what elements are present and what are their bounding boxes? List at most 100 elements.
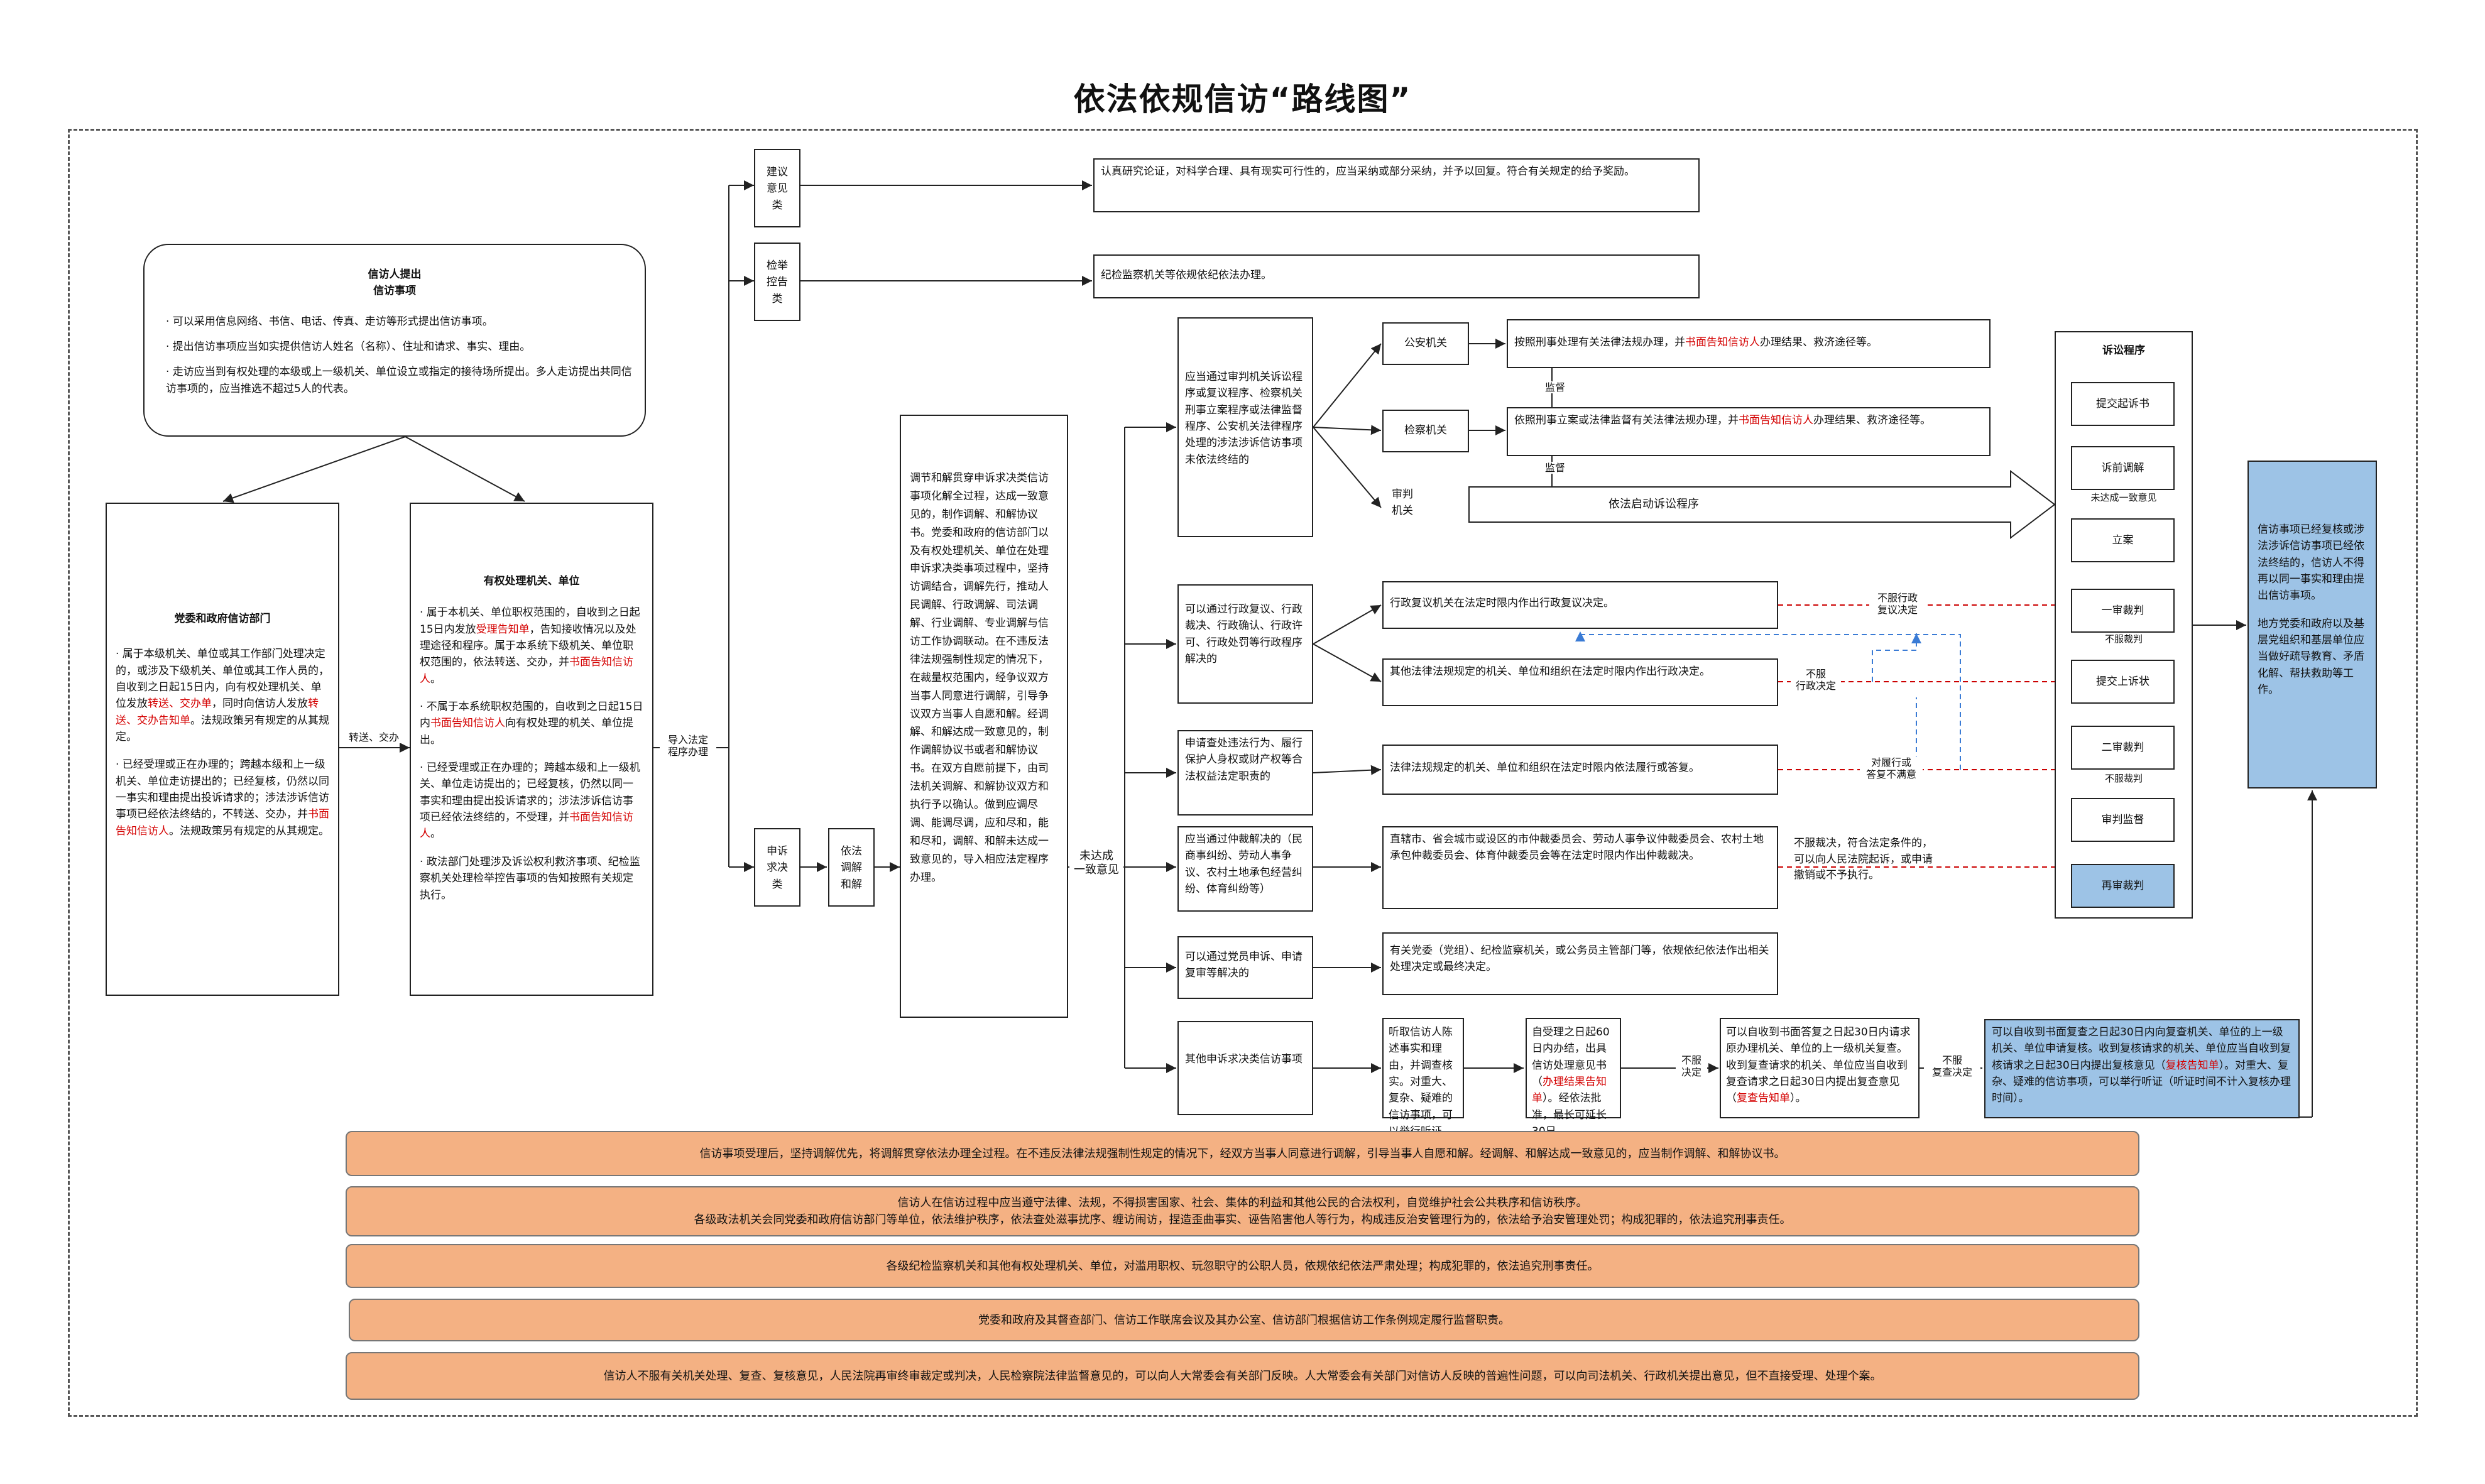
litigation-step: 审判监督 — [2071, 798, 2175, 842]
supervise-label-1: 监督 — [1543, 381, 1568, 394]
litigation-title: 诉讼程序 — [2102, 344, 2145, 357]
route-other: 其他申诉求决类信访事项 — [1177, 1021, 1313, 1115]
no-verdict-2: 不服裁判 — [2095, 633, 2152, 645]
statutory-label: 导入法定 程序办理 — [660, 734, 716, 758]
party-p1-red2: 转送、交办告知单 — [116, 697, 319, 727]
police-result-b: 办理结果、救济途径等。 — [1760, 336, 1877, 349]
category-report: 检举 控告 类 — [754, 243, 800, 321]
step4-a: 可以自收到书面复查之日起30日内向复查机关、单位的上一级机关、单位申请复核。收到… — [1992, 1026, 2291, 1072]
petitioner-items: · 可以采用信息网络、书信、电话、传真、走访等形式提出信访事项。· 提出信访事项… — [151, 314, 638, 397]
auth-p2-b: 向有权处理的机关、单位提出。 — [420, 717, 633, 746]
party-depts-box: 党委和政府信访部门 · 属于本级机关、单位或其工作部门处理决定的，或涉及下级机关… — [106, 503, 339, 996]
arbitration-note: 不服裁决，符合法定条件的，可以向人民法院起诉，或申请撤销或不予执行。 — [1794, 837, 1933, 881]
no-admin-decision-label: 不服 行政决定 — [1791, 668, 1841, 692]
note-banner: 党委和政府及其督查部门、信访工作联席会议及其办公室、信访部门根据信访工作条例规定… — [349, 1299, 2139, 1341]
step2-b: ）。经依法批准，最长可延长30日。 — [1532, 1092, 1607, 1138]
route-admin-review: 可以通过行政复议、行政裁决、行政确认、行政许可、行政处罚等行政程序解决的 — [1177, 584, 1313, 704]
auth-p3-b: 。 — [430, 827, 441, 841]
category-suggestion: 建议 意见 类 — [754, 149, 800, 227]
step2-a: 自受理之日起60日内办结，出具信访处理意见书（ — [1532, 1026, 1610, 1089]
step4-red: 复核告知单 — [2165, 1059, 2219, 1072]
litigation-step: 立案 — [2071, 518, 2175, 562]
litigation-step: 提交起诉书 — [2071, 382, 2175, 426]
auth-p1-b: ，告知接收情况以及处理途径和程序。属于本系统下级机关、单位职权范围的，依法转送、… — [420, 623, 636, 669]
final-box-p2: 地方党委和政府以及基层党组织和基层单位应当做好疏导教育、矛盾化解、帮扶救助等工作… — [2258, 617, 2364, 697]
petitioner-item: · 提出信访事项应当如实提供信访人姓名（名称）、住址和请求、事实、理由。 — [166, 341, 531, 354]
party-p2: · 已经受理或正在办理的；跨越本级和上一级机关、单位走访提出的；已经复核，仍然以… — [116, 758, 329, 821]
authority-title: 有权处理机关、单位 — [483, 575, 580, 587]
party-result: 有关党委（党组）、纪检监察机关，或公务员主管部门等，依规依纪依法作出相关处理决定… — [1382, 932, 1778, 995]
party-p1: · 属于本级机关、单位或其工作部门处理决定的，或涉及下级机关、单位或其工作人员的… — [116, 648, 329, 711]
other-step4: 可以自收到书面复查之日起30日内向复查机关、单位的上一级机关、单位申请复核。收到… — [1984, 1019, 2300, 1118]
auth-p1-red2: 书面告知信访人 — [420, 656, 633, 685]
auth-p2-red: 书面告知信访人 — [430, 717, 505, 730]
step3-b: ）。 — [1790, 1092, 1806, 1105]
court-result: 依法启动诉讼程序 — [1608, 498, 1699, 511]
party-p1-red1: 转送、交办单 — [148, 697, 212, 711]
police-result: 按照刑事处理有关法律法规办理，并书面告知信访人办理结果、救济途径等。 — [1507, 319, 1991, 368]
organ-procuratorate: 检察机关 — [1382, 410, 1469, 452]
police-result-a: 按照刑事处理有关法律法规办理，并 — [1514, 336, 1685, 349]
other-law-result: 其他法律法规规定的机关、单位和组织在法定时限内作出行政决定。 — [1382, 658, 1778, 706]
step3-red: 复查告知单 — [1737, 1092, 1790, 1105]
litigation-step: 一审裁判 — [2071, 589, 2175, 633]
mediation-long: 调节和解贯穿申诉求决类信访事项化解全过程，达成一致意见的，制作调解、和解协议书。… — [900, 415, 1068, 1018]
organ-court: 审判 机关 — [1392, 488, 1413, 517]
dashed-frame — [68, 129, 2418, 1417]
note-banner: 信访事项受理后，坚持调解优先，将调解贯穿依法办理全过程。在不违反法律法规强制性规… — [346, 1131, 2139, 1176]
other-step1: 听取信访人陈述事实和理由，并调查核实。对重大、复杂、疑难的信访事项，可以举行听证… — [1382, 1018, 1464, 1138]
route-party: 可以通过党员申诉、申请复审等解决的 — [1177, 936, 1313, 999]
other-step2: 自受理之日起60日内办结，出具信访处理意见书（办理结果告知单）。经依法批准，最长… — [1526, 1018, 1621, 1138]
party-p2-red: 书面告知信访人 — [116, 808, 329, 837]
final-box-p1: 信访事项已经复核或涉法涉诉信访事项已经依法终结的，信访人不得再以同一事实和理由提… — [2258, 523, 2364, 603]
no-review-label: 不服 复查决定 — [1924, 1054, 1980, 1079]
petitioner-item: · 走访应当到有权处理的本级或上一级机关、单位设立或指定的接待场所提出。多人走访… — [166, 366, 632, 395]
not-agreed-label: 未达成 一致意见 — [1069, 849, 1123, 877]
no-performance-label: 对履行或 答复不满意 — [1860, 756, 1923, 781]
admin-review-result: 行政复议机关在法定时限内作出行政复议决定。 — [1382, 581, 1778, 629]
party-p1-c: 。法规政策另有规定的从其规定。 — [116, 714, 329, 744]
auth-p1: · 属于本机关、单位职权范围的，自收到之日起15日内发放 — [420, 606, 640, 636]
auth-p1-red: 受理告知单 — [476, 623, 530, 636]
note-banner: 各级纪检监察机关和其他有权处理机关、单位，对滥用职权、玩忽职守的公职人员，依规依… — [346, 1244, 2139, 1288]
note-banner: 信访人在信访过程中应当遵守法律、法规，不得损害国家、社会、集体的利益和其他公民的… — [346, 1186, 2139, 1236]
no-verdict-3: 不服裁判 — [2095, 773, 2152, 784]
petitioner-box: 信访人提出 信访事项 · 可以采用信息网络、书信、电话、传真、走访等形式提出信访… — [143, 244, 646, 437]
category-complaint: 申诉 求决 类 — [754, 828, 800, 907]
report-result: 纪检监察机关等依规依纪依法办理。 — [1093, 254, 1700, 298]
route-arbitration: 应当通过仲裁解决的（民商事纠纷、劳动人事争议、农村土地承包经营纠纷、体育纠纷等） — [1177, 826, 1313, 912]
auth-p3-red: 书面告知信访人 — [420, 811, 633, 841]
petitioner-title: 信访人提出 信访事项 — [368, 268, 422, 298]
auth-p2: · 不属于本系统职权范围的，自收到之日起15日内 — [420, 701, 643, 730]
transfer-label: 转送、交办 — [342, 731, 405, 744]
procu-result-a: 依照刑事立案或法律监督有关法律法规办理，并 — [1514, 414, 1739, 427]
step2-red: 办理结果告知单 — [1532, 1076, 1607, 1105]
party-depts-title: 党委和政府信访部门 — [174, 613, 271, 625]
litigation-step: 再审裁判 — [2071, 864, 2175, 908]
supervise-label-2: 监督 — [1543, 462, 1568, 474]
auth-p3: · 已经受理或正在办理的；跨越本级和上一级机关、单位走访提出的；已经复核，仍然以… — [420, 761, 640, 824]
auth-p4: · 政法部门处理涉及诉讼权利救济事项、纪检监察机关处理检举控告事项的告知按照有关… — [420, 855, 640, 902]
party-p1-b: ，同时向信访人发放 — [212, 697, 308, 711]
procu-result: 依照刑事立案或法律监督有关法律法规办理，并书面告知信访人办理结果、救济途径等。 — [1507, 407, 1991, 456]
litigation-step: 诉前调解 — [2071, 446, 2175, 490]
police-result-red: 书面告知信访人 — [1685, 336, 1760, 349]
organ-police: 公安机关 — [1382, 322, 1469, 365]
litigation-step: 二审裁判 — [2071, 726, 2175, 770]
no-verdict-1: 未达成一致意见 — [2080, 492, 2168, 503]
page-title: 依法依规信访“路线图” — [1073, 81, 1412, 117]
no-accept-label: 不服 决定 — [1676, 1054, 1707, 1079]
final-box: 信访事项已经复核或涉法涉诉信访事项已经依法终结的，信访人不得再以同一事实和理由提… — [2247, 461, 2377, 788]
no-admin-review-label: 不服行政 复议决定 — [1869, 592, 1926, 616]
authority-box: 有权处理机关、单位 · 属于本机关、单位职权范围的，自收到之日起15日内发放受理… — [410, 503, 653, 996]
party-p2-b: 。法规政策另有规定的从其规定。 — [169, 824, 329, 837]
procu-result-red: 书面告知信访人 — [1739, 414, 1813, 427]
other-step3: 可以自收到书面答复之日起30日内请求原办理机关、单位的上一级机关复查。收到复查请… — [1720, 1018, 1920, 1118]
auth-p1-c: 。 — [430, 672, 441, 685]
arbitration-result: 直辖市、省会城市或设区的市仲裁委员会、劳动人事争议仲裁委员会、农村土地承包仲裁委… — [1382, 826, 1778, 909]
route-litigation: 应当通过审判机关诉讼程序或复议程序、检察机关刑事立案程序或法律监督程序、公安机关… — [1177, 317, 1313, 537]
step3-a: 可以自收到书面答复之日起30日内请求原办理机关、单位的上一级机关复查。收到复查请… — [1726, 1026, 1911, 1105]
perform-result: 法律法规规定的机关、单位和组织在法定时限内依法履行或答复。 — [1382, 745, 1778, 795]
note-banner: 信访人不服有关机关处理、复查、复核意见，人民法院再审终审裁定或判决，人民检察院法… — [346, 1352, 2139, 1400]
